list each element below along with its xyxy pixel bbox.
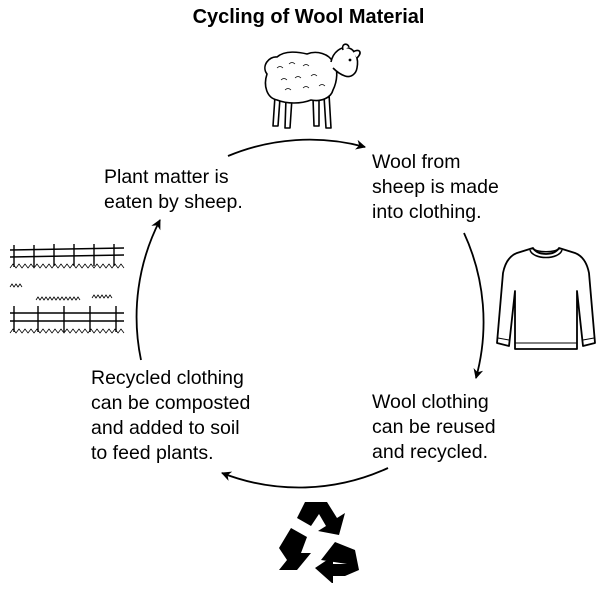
arrow-clothing-to-recycle: [463, 232, 485, 379]
arrow-sheep-to-clothing: [227, 138, 366, 157]
step-plants-eaten: Plant matter is eaten by sheep.: [104, 166, 243, 213]
step-wool-to-clothing: Wool from sheep is made into clothing.: [372, 151, 499, 223]
diagram-title: Cycling of Wool Material: [192, 6, 425, 28]
sheep-icon: [264, 43, 361, 129]
sweater-icon: [496, 247, 596, 350]
arrow-recycle-to-soil: [221, 467, 389, 489]
recycle-icon: [279, 502, 359, 583]
step-reuse-recycle: Wool clothing can be reused and recycled…: [372, 391, 496, 463]
arrow-soil-to-plants: [135, 219, 161, 361]
fenced-field-icon: [9, 244, 125, 334]
step-compost-soil: Recycled clothing can be composted and a…: [91, 367, 251, 464]
